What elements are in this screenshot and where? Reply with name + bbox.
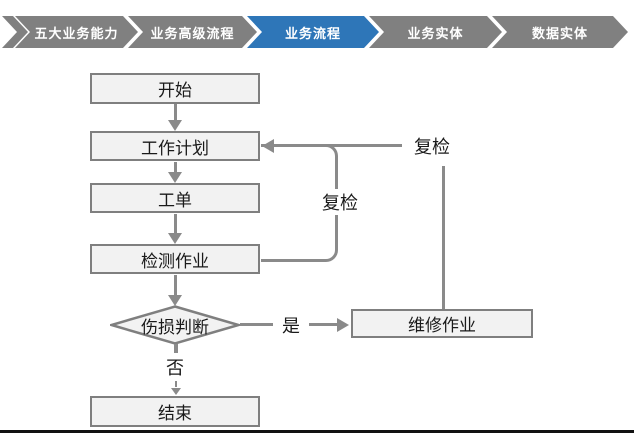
edge-inspect-decision: [174, 275, 177, 297]
tab-data-entity[interactable]: 数据实体: [492, 16, 628, 48]
edge-plan-order: [174, 162, 177, 174]
edge-repair-recheck: [442, 166, 445, 309]
arrowhead-right-icon: [337, 318, 349, 332]
arrowhead-down-icon: [168, 172, 182, 183]
tab-five-business-capabilities[interactable]: 五大业务能力: [15, 16, 138, 48]
edge-order-inspect: [174, 214, 177, 235]
edge-recheck-plan: [272, 144, 402, 147]
edge-label-no: 否: [160, 355, 190, 379]
node-damage-decision: 伤损判断: [110, 305, 240, 345]
edge-label-yes: 是: [277, 313, 305, 337]
edge-yes-repair: [309, 323, 337, 326]
node-inspection-job: 检测作业: [90, 244, 260, 274]
tab-business-process[interactable]: 业务流程: [247, 16, 379, 48]
edge-label-recheck-inner: 复检: [317, 189, 363, 215]
node-work-plan: 工作计划: [90, 131, 260, 161]
diamond-shape: [110, 305, 240, 345]
arrowhead-left-icon: [262, 139, 274, 153]
node-start: 开始: [90, 73, 260, 104]
node-end: 结束: [90, 396, 260, 427]
edge-decision-yes: [240, 323, 273, 326]
arrowhead-down-small-icon: [171, 388, 181, 395]
edge-no-end: [175, 381, 177, 387]
arrowhead-down-icon: [168, 120, 182, 131]
edge-label-recheck-outer: 复检: [409, 133, 455, 159]
tab-business-entity[interactable]: 业务实体: [369, 16, 502, 48]
tab-business-highlevel-process[interactable]: 业务高级流程: [128, 16, 257, 48]
node-repair-job: 维修作业: [351, 309, 533, 338]
edge-decision-no: [174, 344, 178, 353]
arrowhead-down-icon: [168, 295, 182, 306]
edge-start-plan: [174, 104, 177, 122]
node-work-order: 工单: [90, 183, 260, 213]
bottom-divider: [0, 430, 634, 433]
decision-label: 伤损判断: [141, 317, 209, 337]
arrowhead-down-icon: [168, 233, 182, 244]
